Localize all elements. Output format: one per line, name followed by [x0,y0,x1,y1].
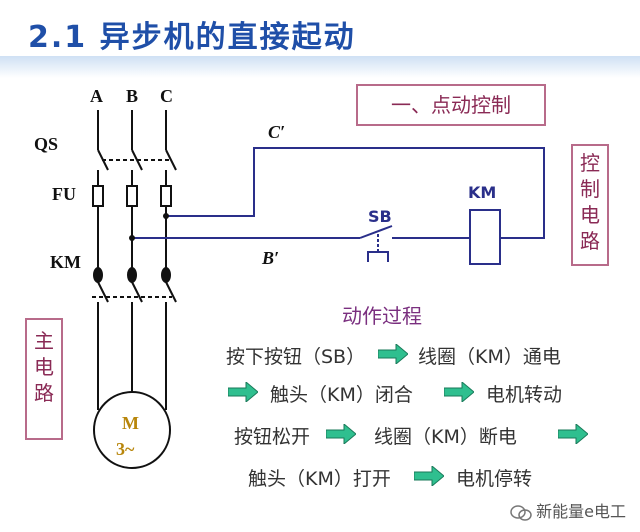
main-char: 电 [34,355,54,379]
phase-label-a: A [90,86,103,106]
b-prime-label: B′ [261,248,279,268]
watermark: 新能量e电工 [510,498,626,522]
wechat-icon [510,504,532,521]
control-char: 控 [580,151,600,175]
process-step: 电机转动 [486,384,563,406]
page-title: 2.1 异步机的直接起动 [28,20,356,55]
control-char: 制 [580,177,600,201]
process-step: 按下按钮（SB） [226,346,366,368]
arrow-right-icon [326,424,356,444]
main-circuit-label: 主 电 路 [25,318,63,440]
fu-label: FU [52,184,76,204]
arrow-right-icon [228,382,258,402]
process-step: 触头（KM）打开 [248,468,391,490]
c-prime-label: C′ [268,122,285,142]
jog-control-label: 一、点动控制 [356,84,546,126]
process-step: 电机停转 [456,468,533,490]
main-char: 路 [34,381,54,405]
process-step: 按钮松开 [234,426,311,448]
title-bar [0,56,640,78]
control-char: 路 [580,229,600,253]
motor-label: M [122,413,139,433]
process-step: 触头（KM）闭合 [270,384,413,406]
qs-label: QS [34,134,58,154]
control-char: 电 [580,203,600,227]
km-coil-label: KM [468,183,496,202]
km-coil-symbol [469,209,501,265]
sb-button-symbol [367,251,389,262]
process-step: 线圈（KM）断电 [374,426,517,448]
motor-phase-label: 3~ [116,439,135,459]
phase-label-b: B [126,86,138,106]
arrow-right-icon [378,344,408,364]
control-circuit-label: 控 制 电 路 [571,144,609,266]
arrow-right-icon [558,424,588,444]
phase-label-c: C [160,86,173,106]
process-step: 线圈（KM）通电 [418,346,561,368]
watermark-text: 新能量e电工 [536,502,626,521]
main-char: 主 [34,329,54,353]
sb-label: SB [368,207,392,226]
arrow-right-icon [414,466,444,486]
arrow-right-icon [444,382,474,402]
km-main-label: KM [50,252,81,272]
process-title: 动作过程 [342,304,422,328]
motor-symbol [93,391,171,469]
